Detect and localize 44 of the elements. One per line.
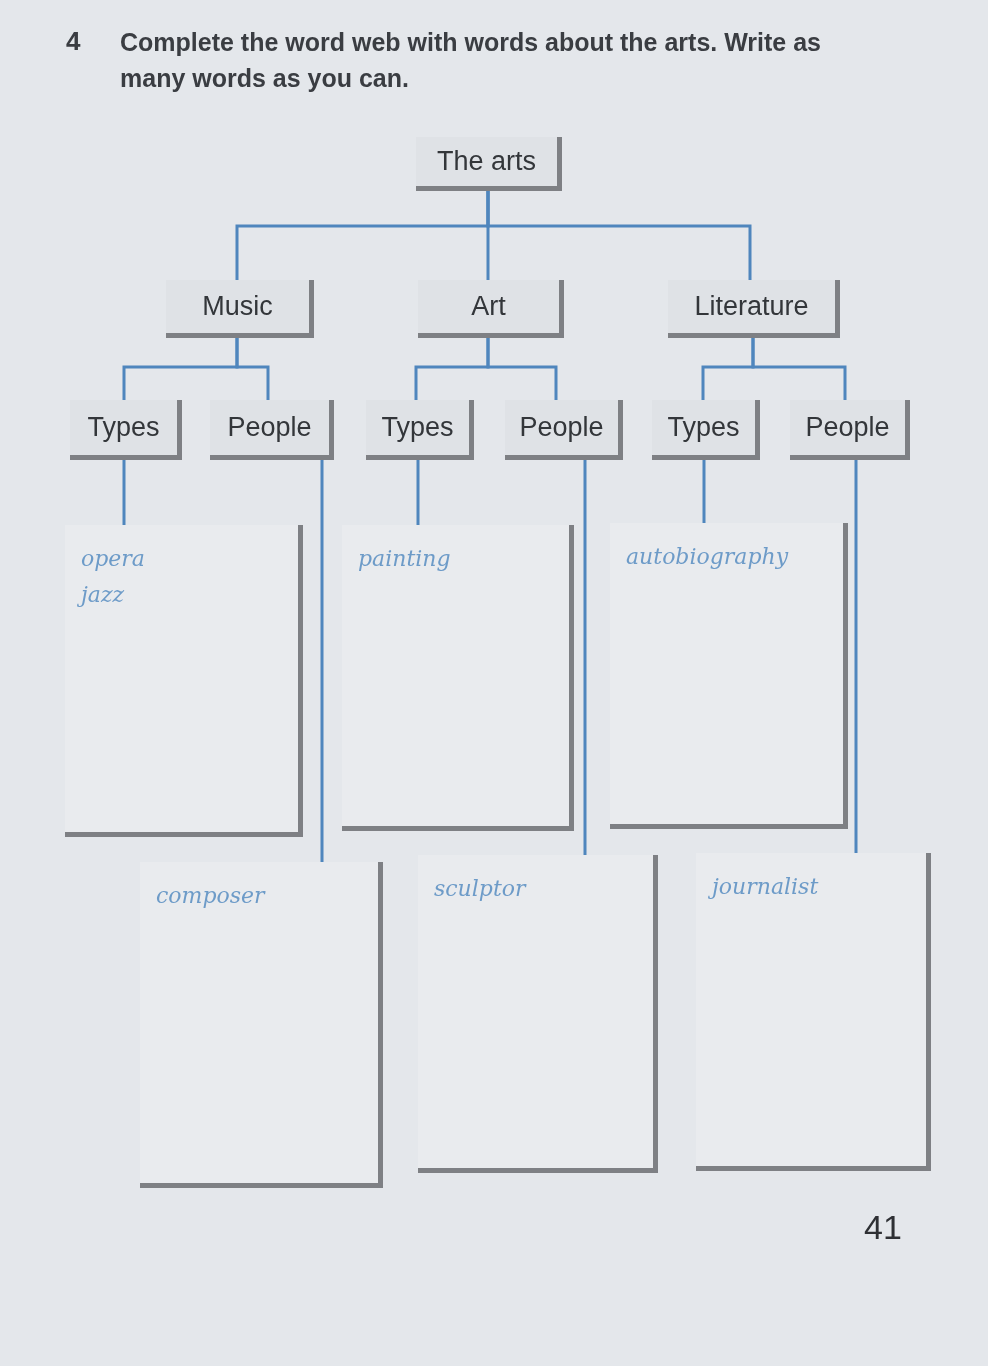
connector-line — [486, 191, 752, 280]
label-box — [166, 280, 314, 338]
box-label: Types — [381, 411, 454, 445]
connector-line — [702, 460, 706, 523]
connector-line — [235, 338, 270, 400]
box-label: People — [227, 411, 312, 445]
handwritten-word: sculptor — [434, 875, 526, 903]
instruction-text: Complete the word web with words about the arts. Write as many words as you can. — [120, 27, 822, 94]
box-label: The arts — [436, 145, 536, 179]
box-label: People — [519, 411, 604, 445]
box-label: Literature — [694, 290, 809, 324]
connector-line — [320, 460, 324, 862]
box-label: Music — [202, 290, 273, 324]
box-label: Art — [471, 290, 506, 324]
label-box — [366, 400, 474, 460]
box-label: Types — [667, 411, 740, 445]
label-box — [790, 400, 910, 460]
answer-box — [342, 525, 574, 831]
handwritten-word: autobiography — [626, 543, 789, 571]
handwritten-word: opera — [81, 545, 145, 573]
connector-line — [122, 460, 126, 525]
box-label: Types — [87, 411, 160, 445]
answer-box — [610, 523, 848, 829]
connector-line — [751, 338, 847, 400]
connector-line — [583, 460, 587, 855]
label-box — [416, 137, 562, 191]
label-box — [70, 400, 182, 460]
handwritten-word: composer — [156, 882, 265, 910]
label-box — [418, 280, 564, 338]
answer-box — [418, 855, 658, 1173]
label-box — [210, 400, 334, 460]
box-label: People — [805, 411, 890, 445]
page-number: 41 — [864, 1207, 902, 1248]
label-box — [652, 400, 760, 460]
connector-line — [486, 338, 558, 400]
connector-line — [416, 460, 420, 525]
answer-box — [696, 853, 931, 1171]
answer-box — [140, 862, 383, 1188]
handwritten-word: painting — [358, 545, 451, 573]
label-box — [505, 400, 623, 460]
connector-line — [854, 460, 858, 853]
answer-box — [65, 525, 303, 837]
exercise-number: 4 — [66, 25, 81, 58]
label-box — [668, 280, 840, 338]
